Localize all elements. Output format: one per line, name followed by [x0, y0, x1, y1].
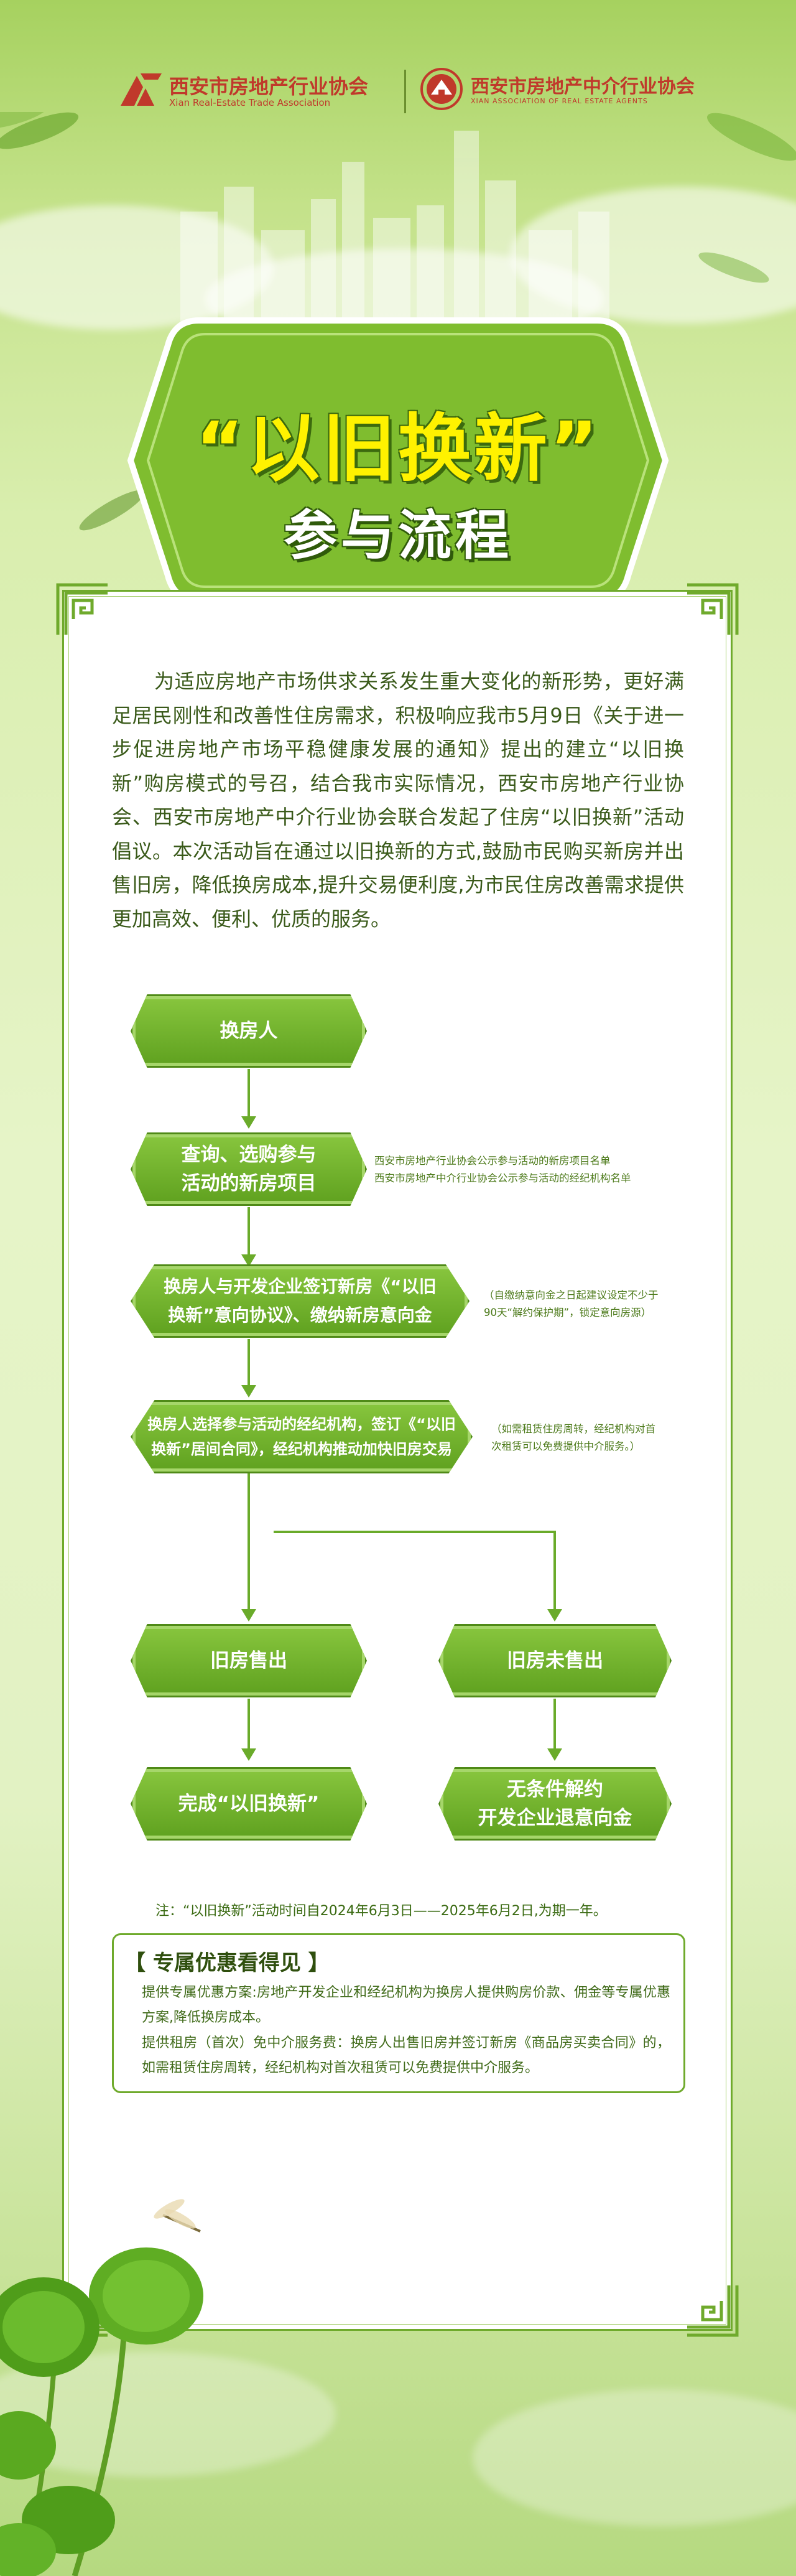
flow-step-sold: 旧房售出 [131, 1624, 367, 1697]
header-logos: 西安市房地产行业协会 Xian Real-Estate Trade Associ… [0, 62, 796, 118]
flow-step-complete: 完成“以旧换新” [131, 1767, 367, 1841]
leaves-decoration [0, 112, 796, 531]
logo-right-name: 西安市房地产中介行业协会 [471, 76, 695, 98]
logo-left-english: Xian Real-Estate Trade Association [169, 97, 331, 108]
flow-arrow [248, 1207, 250, 1256]
flow-branch-line [274, 1531, 556, 1533]
logo-agents-association: 西安市房地产中介行业协会 XIAN ASSOCIATION OF REAL ES… [420, 62, 695, 118]
page-title: “以旧换新” [195, 406, 601, 492]
benefits-box [112, 1933, 685, 2093]
corner-ornament-icon [687, 2285, 739, 2337]
benefit-item-rental: 提供租房（首次）免中介服务费：换房人出售旧房并签订新房《商品房买卖合同》的，如需… [142, 2035, 670, 2076]
flow-arrow [248, 1339, 250, 1386]
flow-note-rental: （如需租赁住房周转，经纪机构对首 次租赁可以免费提供中介服务。） [491, 1423, 655, 1452]
logo-trade-association: 西安市房地产行业协会 Xian Real-Estate Trade Associ… [118, 62, 392, 118]
flow-arrow [248, 1473, 250, 1610]
flow-note-public-lists: 西安市房地产行业协会公示参与活动的新房项目名单 西安市房地产中介行业协会公示参与… [374, 1155, 631, 1184]
page-subtitle: 参与流程 [284, 505, 512, 567]
flow-arrow [553, 1699, 556, 1750]
benefits-title: 【 专属优惠看得见 】 [124, 1951, 330, 1976]
lotus-leaves-decoration [0, 2199, 203, 2576]
benefit-item-discount: 提供专属优惠方案:房地产开发企业和经纪机构为换房人提供购房价款、佣金等专属优惠方… [142, 1985, 670, 2025]
activity-period-note: 注：“以旧换新”活动时间自2024年6月3日——2025年6月2日,为期一年。 [155, 1903, 607, 1919]
flow-arrow-head [241, 1748, 256, 1761]
flow-arrow-head [547, 1748, 562, 1761]
logo-mark-icon [121, 73, 162, 106]
flow-note-protection: （自缴纳意向金之日起建议设定不少于 90天“解约保护期”，锁定意向房源） [484, 1289, 659, 1318]
flow-arrow-head [547, 1609, 562, 1622]
cloud [473, 2389, 796, 2526]
logo-divider [404, 70, 406, 113]
flow-step-unsold: 旧房未售出 [438, 1624, 672, 1697]
flow-step-select-project: 查询、选购参与 活动的新房项目 [131, 1132, 367, 1206]
flow-arrow [553, 1531, 556, 1610]
flow-step-agency-contract: 换房人选择参与活动的经纪机构，签订《“以旧 换新”居间合同》，经纪机构推动加快旧… [131, 1400, 473, 1473]
corner-ornament-icon [56, 583, 108, 635]
flow-arrow [248, 1699, 250, 1750]
logo-left-name: 西安市房地产行业协会 [169, 75, 369, 98]
intro-paragraph: 为适应房地产市场供求关系发生重大变化的新形势，更好满足居民刚性和改善性住房需求，… [112, 670, 684, 931]
city-skyline [180, 131, 609, 324]
flow-arrow-head [241, 1254, 256, 1267]
flow-step-sign-intent: 换房人与开发企业签订新房《“以旧 换新”意向协议》、缴纳新房意向金 [131, 1264, 470, 1338]
corner-ornament-icon [687, 583, 739, 635]
flow-step-applicant: 换房人 [131, 994, 367, 1068]
logo-right-english: XIAN ASSOCIATION OF REAL ESTATE AGENTS [471, 97, 648, 105]
flow-arrow-head [241, 1385, 256, 1398]
logo-seal-icon [420, 68, 463, 110]
dragonfly-icon [154, 2199, 201, 2233]
content-panel-inner-border [68, 596, 726, 2325]
flow-arrow-head [241, 1609, 256, 1622]
flow-arrow-head [241, 1116, 256, 1129]
flow-step-cancel: 无条件解约 开发企业退意向金 [438, 1767, 672, 1841]
flow-arrow [248, 1069, 250, 1118]
